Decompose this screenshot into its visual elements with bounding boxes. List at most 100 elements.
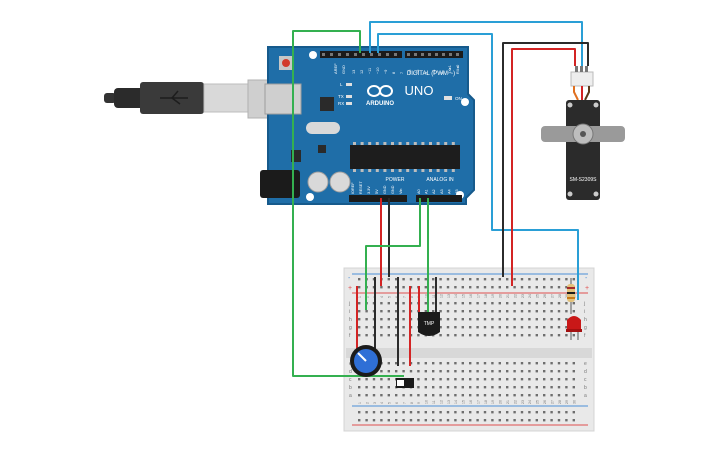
breadboard-hole[interactable] <box>417 411 420 414</box>
breadboard-hole[interactable] <box>454 394 457 397</box>
breadboard-hole[interactable] <box>365 411 368 414</box>
slide-switch[interactable] <box>396 378 414 388</box>
breadboard-hole[interactable] <box>565 362 568 365</box>
breadboard-hole[interactable] <box>372 419 376 422</box>
breadboard-hole[interactable] <box>498 318 501 321</box>
breadboard-hole[interactable] <box>543 378 546 381</box>
breadboard-hole[interactable] <box>528 362 531 365</box>
breadboard-hole[interactable] <box>535 394 538 397</box>
breadboard-hole[interactable] <box>550 386 553 389</box>
breadboard-hole[interactable] <box>365 310 368 313</box>
breadboard-hole[interactable] <box>380 310 383 313</box>
breadboard-hole[interactable] <box>476 278 479 281</box>
breadboard-hole[interactable] <box>469 394 472 397</box>
breadboard-hole[interactable] <box>476 370 479 373</box>
breadboard-hole[interactable] <box>432 278 435 281</box>
breadboard-hole[interactable] <box>498 286 501 289</box>
breadboard-hole[interactable] <box>372 411 376 414</box>
breadboard-hole[interactable] <box>365 386 368 389</box>
breadboard-hole[interactable] <box>387 278 390 281</box>
breadboard-hole[interactable] <box>454 334 457 337</box>
breadboard-hole[interactable] <box>358 286 361 289</box>
breadboard-hole[interactable] <box>402 318 405 321</box>
breadboard-hole[interactable] <box>476 394 479 397</box>
breadboard-hole[interactable] <box>491 326 494 329</box>
breadboard-hole[interactable] <box>439 378 442 381</box>
breadboard-hole[interactable] <box>432 378 435 381</box>
breadboard-hole[interactable] <box>365 334 368 337</box>
breadboard-hole[interactable] <box>380 286 383 289</box>
breadboard-hole[interactable] <box>543 386 546 389</box>
breadboard-hole[interactable] <box>520 334 524 337</box>
breadboard-hole[interactable] <box>491 362 494 365</box>
breadboard-hole[interactable] <box>498 394 501 397</box>
breadboard-hole[interactable] <box>387 362 390 365</box>
breadboard-hole[interactable] <box>454 411 457 414</box>
breadboard-hole[interactable] <box>498 378 501 381</box>
breadboard-hole[interactable] <box>461 386 464 389</box>
breadboard-hole[interactable] <box>572 419 575 422</box>
breadboard-hole[interactable] <box>520 286 524 289</box>
breadboard-hole[interactable] <box>543 310 546 313</box>
breadboard-hole[interactable] <box>432 310 435 313</box>
breadboard-hole[interactable] <box>439 286 442 289</box>
breadboard-hole[interactable] <box>469 278 472 281</box>
breadboard-hole[interactable] <box>535 362 538 365</box>
breadboard-hole[interactable] <box>432 302 435 305</box>
breadboard-hole[interactable] <box>550 310 553 313</box>
breadboard-hole[interactable] <box>417 394 420 397</box>
breadboard-hole[interactable] <box>483 310 487 313</box>
breadboard-hole[interactable] <box>372 394 376 397</box>
breadboard-hole[interactable] <box>506 419 509 422</box>
breadboard-hole[interactable] <box>498 411 501 414</box>
breadboard-hole[interactable] <box>557 378 561 381</box>
breadboard-hole[interactable] <box>380 370 383 373</box>
breadboard-hole[interactable] <box>513 286 516 289</box>
breadboard-hole[interactable] <box>535 278 538 281</box>
breadboard-hole[interactable] <box>469 411 472 414</box>
breadboard-hole[interactable] <box>528 370 531 373</box>
breadboard-hole[interactable] <box>528 286 531 289</box>
breadboard-hole[interactable] <box>402 278 405 281</box>
breadboard-hole[interactable] <box>424 394 427 397</box>
breadboard-hole[interactable] <box>498 386 501 389</box>
wire-green-a0[interactable] <box>365 198 421 310</box>
breadboard-hole[interactable] <box>476 302 479 305</box>
breadboard-hole[interactable] <box>365 378 368 381</box>
breadboard-hole[interactable] <box>454 302 457 305</box>
breadboard-hole[interactable] <box>402 362 405 365</box>
wire-blue-led[interactable] <box>377 33 579 300</box>
breadboard-hole[interactable] <box>417 362 420 365</box>
breadboard-hole[interactable] <box>476 378 479 381</box>
breadboard-hole[interactable] <box>424 286 427 289</box>
breadboard-hole[interactable] <box>491 310 494 313</box>
breadboard-hole[interactable] <box>535 370 538 373</box>
breadboard-hole[interactable] <box>557 326 561 329</box>
breadboard-hole[interactable] <box>380 386 383 389</box>
breadboard-hole[interactable] <box>402 334 405 337</box>
breadboard-hole[interactable] <box>543 326 546 329</box>
breadboard-hole[interactable] <box>439 334 442 337</box>
breadboard-hole[interactable] <box>520 310 524 313</box>
breadboard-hole[interactable] <box>483 318 487 321</box>
breadboard-hole[interactable] <box>476 411 479 414</box>
breadboard-hole[interactable] <box>432 386 435 389</box>
breadboard-hole[interactable] <box>491 394 494 397</box>
breadboard-hole[interactable] <box>491 318 494 321</box>
breadboard-hole[interactable] <box>550 419 553 422</box>
breadboard-hole[interactable] <box>358 326 361 329</box>
breadboard-hole[interactable] <box>439 326 442 329</box>
breadboard-hole[interactable] <box>461 310 464 313</box>
breadboard-hole[interactable] <box>513 386 516 389</box>
breadboard-hole[interactable] <box>469 370 472 373</box>
breadboard-hole[interactable] <box>417 419 420 422</box>
breadboard-hole[interactable] <box>454 286 457 289</box>
breadboard-hole[interactable] <box>387 334 390 337</box>
breadboard-hole[interactable] <box>557 318 561 321</box>
breadboard-hole[interactable] <box>491 378 494 381</box>
breadboard-hole[interactable] <box>491 419 494 422</box>
breadboard-hole[interactable] <box>380 394 383 397</box>
breadboard-hole[interactable] <box>395 334 398 337</box>
breadboard-hole[interactable] <box>439 370 442 373</box>
breadboard-hole[interactable] <box>565 310 568 313</box>
